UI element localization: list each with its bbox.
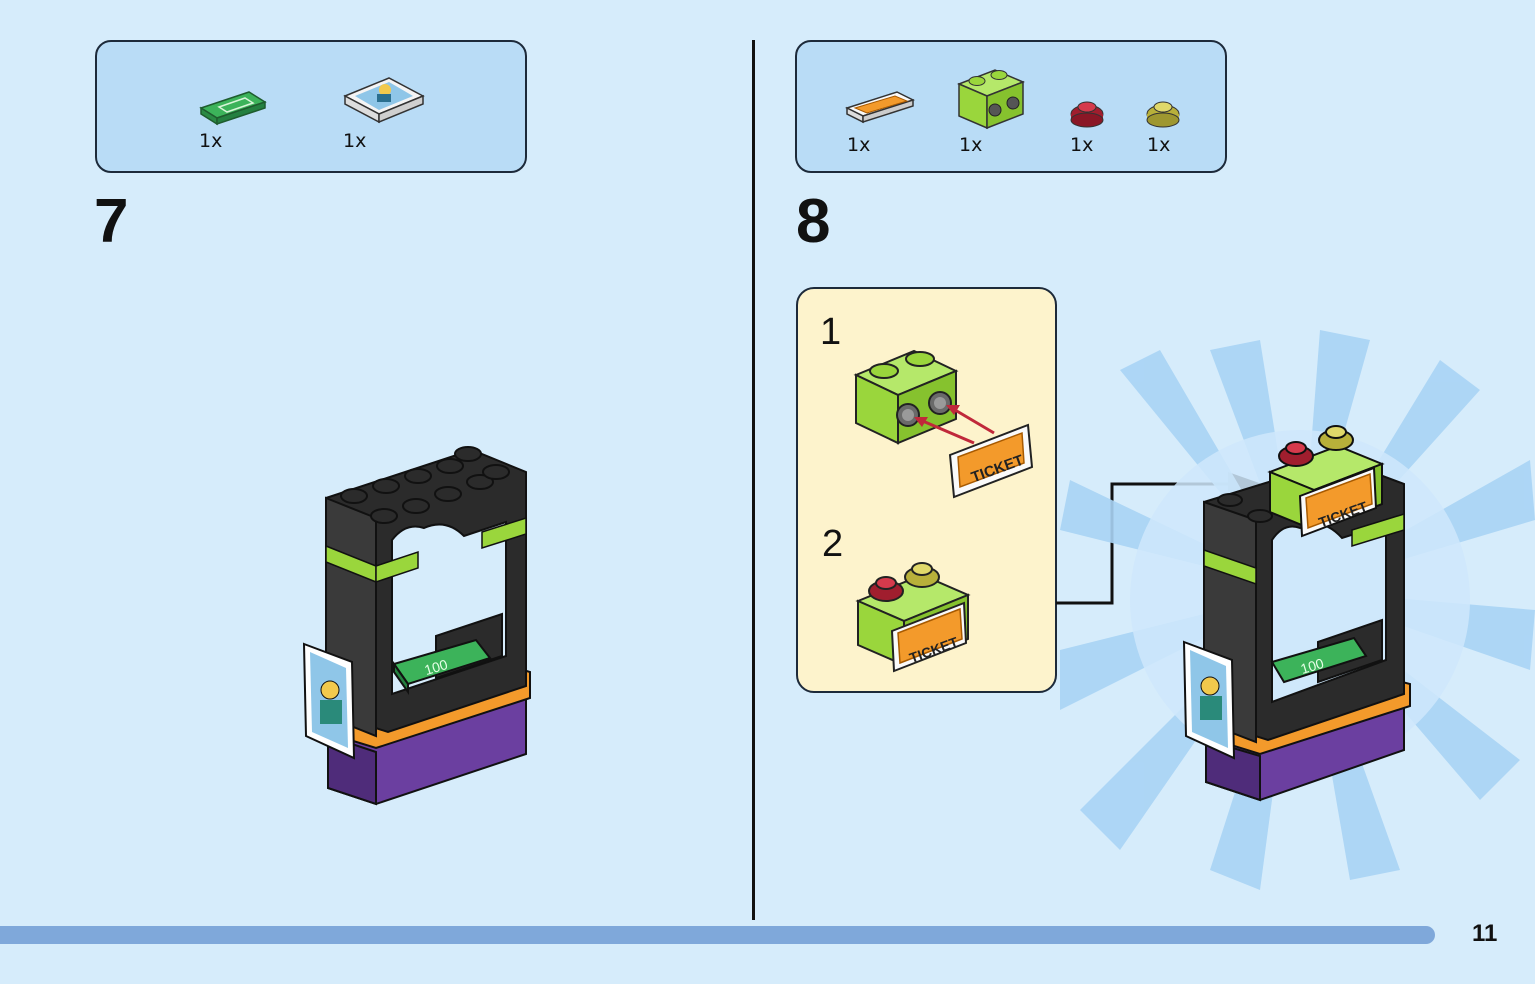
- green-money-tile-icon: [199, 91, 267, 126]
- page-footer-bar: [0, 926, 1435, 944]
- poster-tile-icon: [343, 77, 425, 124]
- parts-list-step-7: 1x 1x: [95, 40, 527, 173]
- substep-panel: 1 TICKET 2 TICKET: [796, 287, 1057, 693]
- parts-list-step-8: 1x 1x 1x 1x: [795, 40, 1227, 173]
- part-qty: 1x: [343, 130, 367, 152]
- money-label: 100: [1299, 655, 1326, 677]
- substep-number: 2: [822, 523, 844, 565]
- lime-brick-icon: [957, 69, 1025, 130]
- page-number: 11: [1472, 920, 1498, 947]
- part-qty: 1x: [199, 130, 223, 152]
- part-qty: 1x: [959, 134, 983, 156]
- part-qty: 1x: [1070, 134, 1094, 156]
- step-number: 7: [94, 187, 129, 256]
- step-number: 8: [796, 187, 831, 256]
- yellow-round-plate-icon: [1146, 101, 1180, 128]
- substep-number: 1: [820, 311, 842, 353]
- red-round-plate-icon: [1070, 101, 1104, 128]
- part-qty: 1x: [847, 134, 871, 156]
- substep-1-illustration: TICKET: [853, 349, 1034, 499]
- part-qty: 1x: [1147, 134, 1171, 156]
- step-8-model-illustration: TICKET 100: [1060, 330, 1535, 890]
- step-7-model-illustration: 100: [302, 446, 531, 806]
- page-divider: [752, 40, 755, 920]
- substep-2-illustration: TICKET: [855, 562, 971, 673]
- ticket-tile-icon: [845, 91, 915, 124]
- money-label: 100: [422, 656, 449, 678]
